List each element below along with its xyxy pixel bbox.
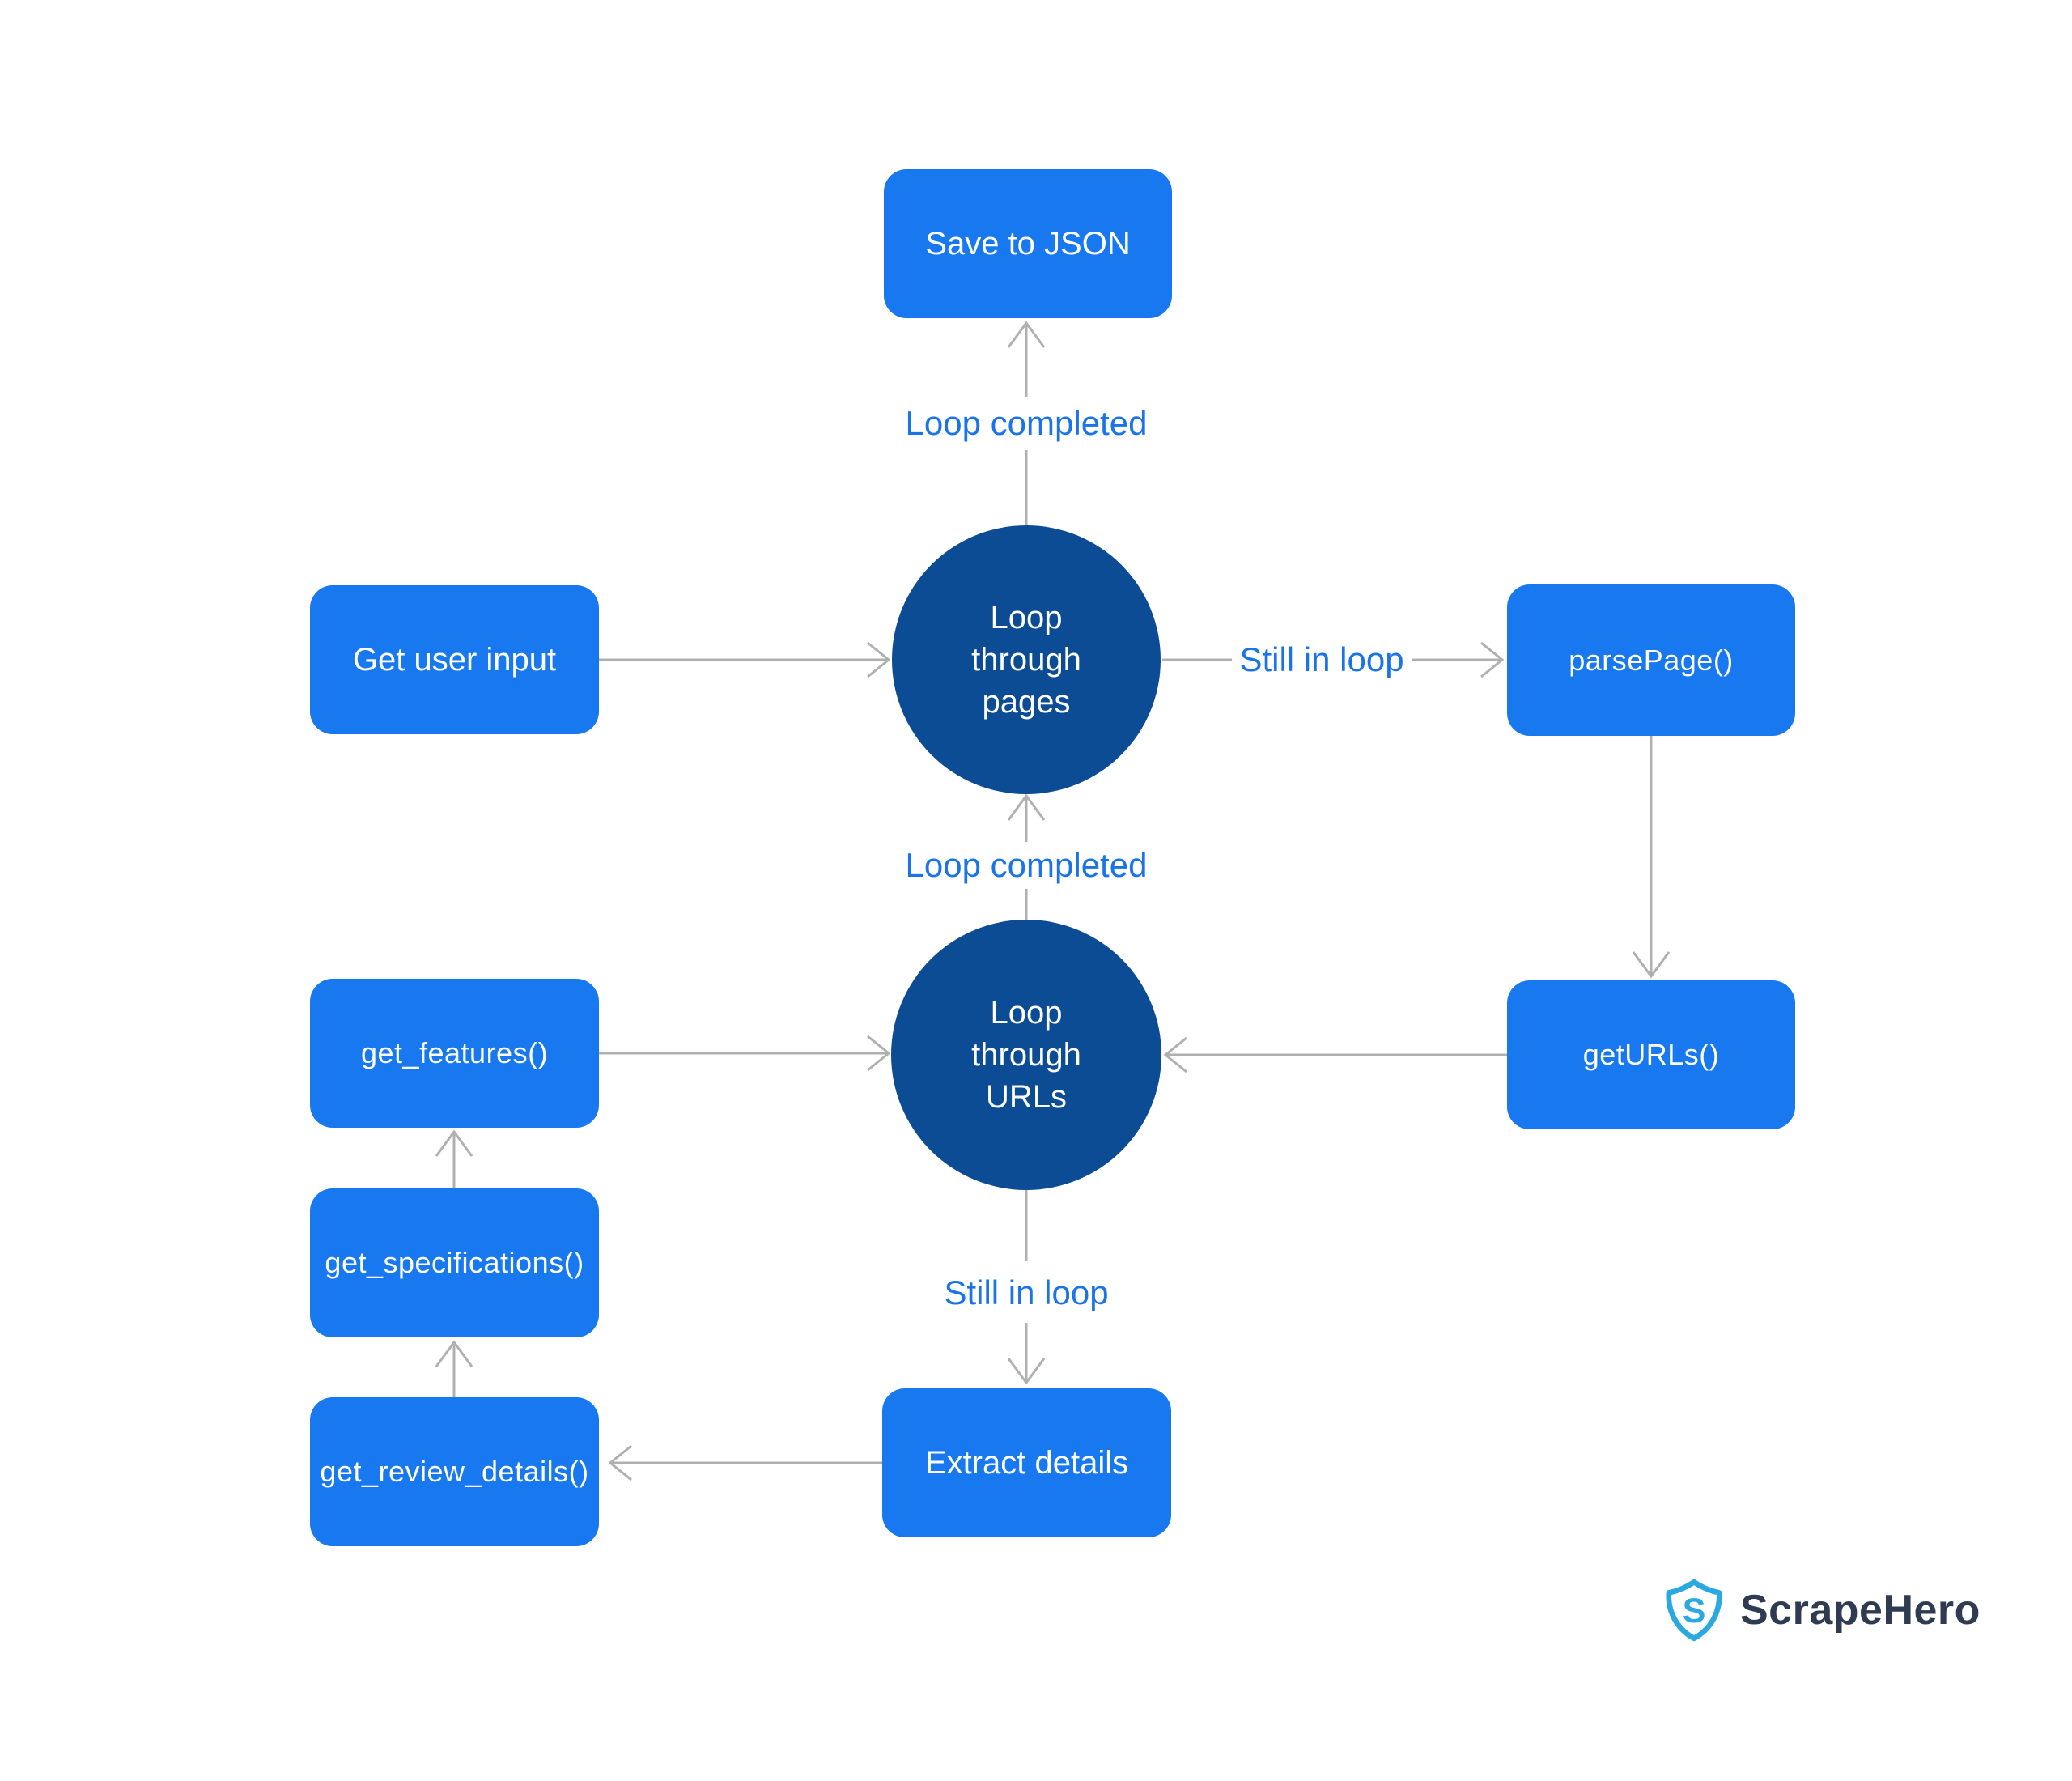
svg-text:S: S [1683,1592,1706,1630]
scrapehero-logo: S ScrapeHero [1664,1579,1981,1642]
node-loop-through-pages: Loop through pages [892,525,1161,794]
node-parse-page: parsePage() [1507,584,1795,736]
scrapehero-shield-icon: S [1666,1579,1722,1642]
node-get-review-details: get_review_details() [310,1397,599,1546]
node-extract-details: Extract details [882,1388,1171,1537]
node-get-urls: getURLs() [1507,980,1795,1129]
node-get-features: get_features() [310,979,599,1128]
node-get-user-input: Get user input [310,585,599,734]
node-get-specifications: get_specifications() [310,1188,599,1337]
node-loop-through-urls: Loop through URLs [891,920,1161,1190]
edge-label-loop-completed-top: Loop completed [900,404,1153,443]
logo-text: ScrapeHero [1740,1587,1981,1634]
edge-label-still-in-loop-urls: Still in loop [939,1273,1114,1312]
edge-label-loop-completed-mid: Loop completed [900,846,1153,885]
edge-label-still-in-loop-pages: Still in loop [1234,640,1409,679]
node-save-to-json: Save to JSON [884,169,1172,318]
